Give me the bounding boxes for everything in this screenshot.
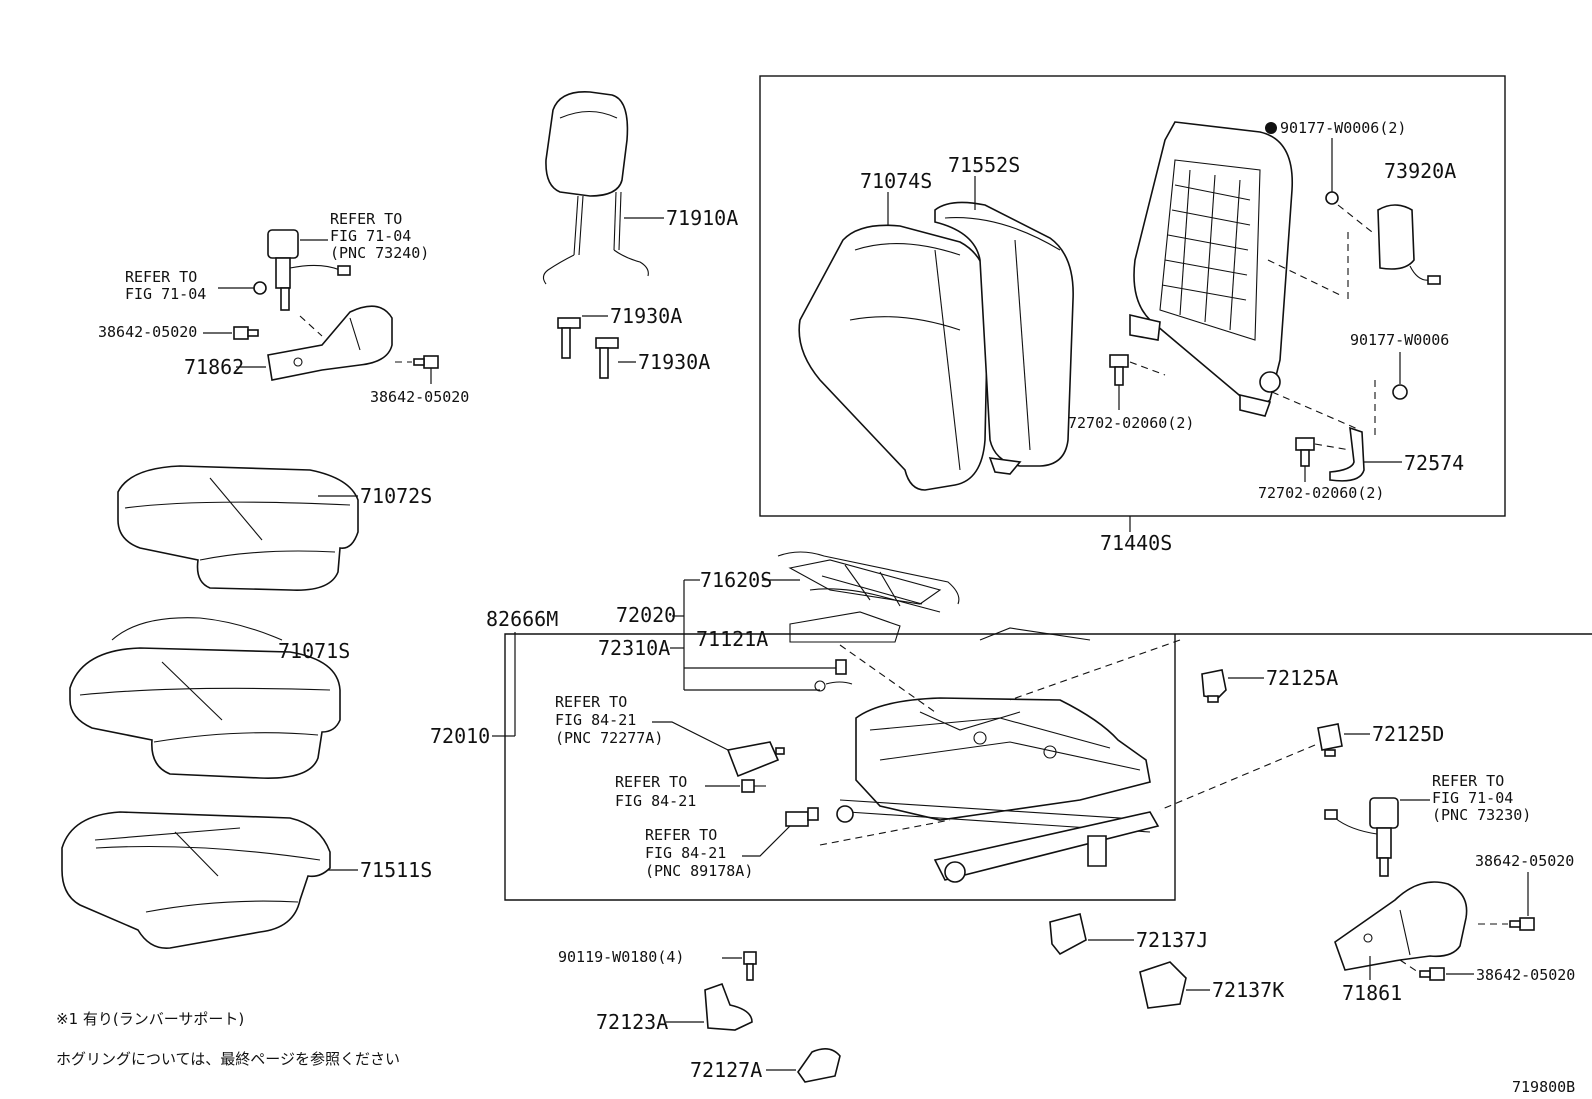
recliner-cover-71861[interactable] <box>1334 881 1468 971</box>
refer-note-6-line2: FIG 71-04 <box>1432 789 1513 807</box>
cushion-plate-72310A[interactable] <box>789 611 901 692</box>
headrest[interactable] <box>542 91 649 285</box>
bolt-38642-right-1[interactable] <box>1509 917 1535 931</box>
label-38642-05020-right-1: 38642-05020 <box>1475 852 1574 870</box>
label-72125D: 72125D <box>1372 722 1444 746</box>
label-72020: 72020 <box>616 603 676 627</box>
nut-71-04-left[interactable] <box>253 281 267 295</box>
footnote-lumbar: ※1 有り(ランバーサポート) <box>56 1010 244 1028</box>
refer-note-1-line1: REFER TO <box>330 210 402 228</box>
seatback-assembly-box <box>759 75 1506 517</box>
cover-72137J[interactable] <box>1049 913 1087 956</box>
label-90177-W0006: 90177-W0006 <box>1350 331 1449 349</box>
recliner-handle-part[interactable] <box>726 741 785 778</box>
footnote-hog-ring: ホグリングについては、最終ページを参照ください <box>56 1050 400 1068</box>
label-72127A: 72127A <box>690 1058 762 1082</box>
bolt-72702-lower[interactable] <box>1295 437 1315 467</box>
refer-note-3-line3: (PNC 72277A) <box>555 729 663 747</box>
nut-90177-upper[interactable] <box>1325 191 1339 205</box>
bolt-38642-left-2[interactable] <box>413 355 439 369</box>
label-71861: 71861 <box>1342 981 1402 1005</box>
recliner-cover-71862[interactable] <box>267 305 393 381</box>
label-38642-05020-left-2: 38642-05020 <box>370 388 469 406</box>
lumbar-support-73920A[interactable] <box>1377 204 1441 285</box>
refer-note-1-line3: (PNC 73240) <box>330 244 429 262</box>
bolt-72702-upper[interactable] <box>1109 354 1129 386</box>
clip-72125A[interactable] <box>1201 669 1227 703</box>
seatback-pad[interactable] <box>934 201 1074 475</box>
label-71121A: 71121A <box>696 627 768 651</box>
refer-note-3-line2: FIG 84-21 <box>555 711 636 729</box>
label-71074S: 71074S <box>860 169 932 193</box>
label-72010: 72010 <box>430 724 490 748</box>
label-90119-W0180-4: 90119-W0180(4) <box>558 948 684 966</box>
label-71910A: 71910A <box>666 206 738 230</box>
seat-cushion-cover-71072S[interactable] <box>117 465 359 591</box>
label-72310A: 72310A <box>598 636 670 660</box>
headrest-support-1[interactable] <box>557 317 581 359</box>
label-72702-02060-2-right: 72702-02060(2) <box>1258 484 1384 502</box>
refer-note-5-line2: FIG 84-21 <box>645 844 726 862</box>
label-71862: 71862 <box>184 355 244 379</box>
clip-72125D[interactable] <box>1317 723 1343 757</box>
refer-note-5-line3: (PNC 89178A) <box>645 862 753 880</box>
label-72137K: 72137K <box>1212 978 1284 1002</box>
label-71620S: 71620S <box>700 568 772 592</box>
refer-note-6-line3: (PNC 73230) <box>1432 806 1531 824</box>
cover-72127A[interactable] <box>797 1048 841 1083</box>
seatback-frame[interactable] <box>1129 121 1293 417</box>
label-38642-05020-right-2: 38642-05020 <box>1476 966 1575 984</box>
screw-90119[interactable] <box>743 951 757 981</box>
label-71930A-lower: 71930A <box>638 350 710 374</box>
seal-bullet-icon <box>1265 122 1277 134</box>
label-71552S: 71552S <box>948 153 1020 177</box>
label-73920A: 73920A <box>1384 159 1456 183</box>
label-72123A: 72123A <box>596 1010 668 1034</box>
cover-72123A[interactable] <box>704 982 753 1031</box>
refer-note-4-line1: REFER TO <box>615 773 687 791</box>
seatback-cover[interactable] <box>798 224 989 491</box>
refer-note-4-line2: FIG 84-21 <box>615 792 696 810</box>
seatbelt-buckle-left[interactable] <box>267 229 351 311</box>
refer-note-2-line2: FIG 71-04 <box>125 285 206 303</box>
seat-cushion-pad-71071S[interactable] <box>69 617 341 779</box>
seat-track-assembly[interactable] <box>836 697 1160 883</box>
label-82666M: 82666M <box>486 607 558 631</box>
label-38642-05020-left-1: 38642-05020 <box>98 323 197 341</box>
spring-wire-rear <box>979 627 1091 641</box>
refer-note-3-line1: REFER TO <box>555 693 627 711</box>
label-72702-02060-2-left: 72702-02060(2) <box>1068 414 1194 432</box>
label-90177-W0006-2: 90177-W0006(2) <box>1280 119 1406 137</box>
label-71511S: 71511S <box>360 858 432 882</box>
seatbelt-buckle-right[interactable] <box>1324 797 1399 877</box>
refer-note-5-line1: REFER TO <box>645 826 717 844</box>
label-71072S: 71072S <box>360 484 432 508</box>
headrest-support-2[interactable] <box>595 337 619 379</box>
label-71930A-upper: 71930A <box>610 304 682 328</box>
bolt-38642-right-2[interactable] <box>1419 967 1445 981</box>
refer-note-2-line1: REFER TO <box>125 268 197 286</box>
label-72137J: 72137J <box>1136 928 1208 952</box>
refer-note-6-line1: REFER TO <box>1432 772 1504 790</box>
bracket-72574[interactable] <box>1329 426 1365 482</box>
illustration-code: 719800B <box>1512 1078 1575 1096</box>
nut-90177-lower[interactable] <box>1392 384 1408 400</box>
label-71440S: 71440S <box>1100 531 1172 555</box>
label-71071S: 71071S <box>278 639 350 663</box>
sensor-89178A[interactable] <box>785 807 819 827</box>
bolt-38642-left-1[interactable] <box>233 326 259 340</box>
spring-set-71620S[interactable] <box>777 551 960 613</box>
cover-72137K[interactable] <box>1139 961 1187 1009</box>
seat-track-assembly-box <box>504 633 1592 901</box>
label-72574: 72574 <box>1404 451 1464 475</box>
label-72125A: 72125A <box>1266 666 1338 690</box>
refer-note-1-line2: FIG 71-04 <box>330 227 411 245</box>
screw-84-21[interactable] <box>741 779 766 793</box>
seat-cushion-frame-71511S[interactable] <box>61 811 331 949</box>
